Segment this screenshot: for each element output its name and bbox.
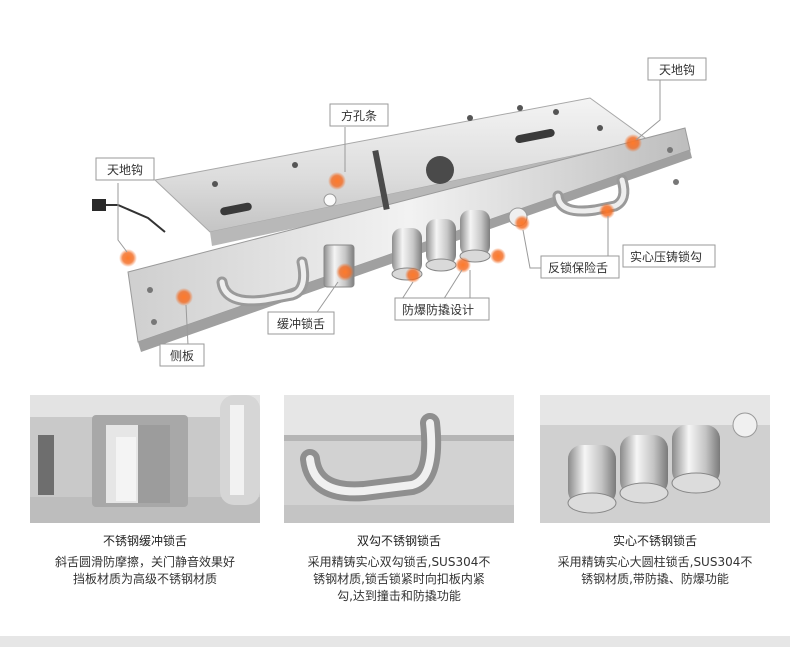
detail-photo-cylinder-bolts [540, 395, 770, 523]
lock-body-diagram [92, 57, 716, 367]
feature-caption-double-hook: 双勾不锈钢锁舌 采用精铸实心双勾锁舌,SUS304不 锈钢材质,锁舌锁紧时向扣板… [274, 533, 524, 605]
screw-hole [323, 193, 337, 207]
callout-boxes [95, 57, 716, 367]
plate-slot [515, 128, 555, 144]
spindle-hole [426, 156, 454, 184]
callout-side-plate: 侧板 [170, 349, 195, 363]
feature-title: 双勾不锈钢锁舌 [356, 534, 441, 548]
marker-dot [599, 203, 615, 219]
cylinder-bolt [459, 210, 491, 263]
feature-title: 实心不锈钢锁舌 [612, 534, 697, 548]
marker-dot [175, 288, 193, 306]
screw-hole [292, 162, 298, 168]
callout-square-hole-bar: 方孔条 [341, 109, 378, 123]
callout-solid-cast-hook: 实心压铸锁勾 [630, 250, 703, 264]
feature-desc-line: 勾,达到撞击和防撬功能 [337, 589, 461, 603]
feature-title: 不锈钢缓冲锁舌 [102, 534, 187, 548]
plate-slot [220, 202, 252, 216]
marker-dot [336, 263, 354, 281]
callout-sky-hook-left: 天地钩 [107, 163, 144, 177]
bottom-divider [0, 636, 790, 647]
feature-desc-line: 采用精铸实心大圆柱锁舌,SUS304不 [557, 555, 753, 569]
feature-desc-line: 斜舌圆滑防摩擦，关门静音效果好 [54, 555, 235, 569]
feature-caption-cylinder: 实心不锈钢锁舌 采用精铸实心大圆柱锁舌,SUS304不 锈钢材质,带防撬、防爆功… [530, 533, 780, 588]
marker-dot [455, 257, 471, 273]
screw-hole [212, 181, 218, 187]
marker-dot [514, 215, 530, 231]
screw-hole [467, 115, 473, 121]
callout-sky-hook-right: 天地钩 [659, 63, 696, 77]
marker-dot [119, 249, 137, 267]
screw-hole [517, 105, 523, 111]
cylinder-bolt [425, 219, 457, 272]
detail-photo-double-hook [284, 395, 514, 523]
feature-desc-line: 挡板材质为高级不锈钢材质 [72, 572, 217, 586]
feature-desc-line: 采用精铸实心双勾锁舌,SUS304不 [307, 555, 491, 569]
callout-buffer-tongue: 缓冲锁舌 [277, 317, 326, 331]
callout-anti-reverse-tongue: 反锁保险舌 [548, 261, 609, 275]
cable-connector [100, 204, 166, 233]
callout-anti-explosion: 防爆防撬设计 [402, 303, 475, 317]
marker-dot [328, 172, 346, 190]
plate-slot [372, 149, 390, 211]
screw-hole [553, 109, 559, 115]
detail-photo-buffer-latch [30, 395, 260, 523]
screw-hole [597, 125, 603, 131]
marker-dot [405, 267, 421, 283]
feature-desc-line: 锈钢材质,带防撬、防爆功能 [581, 572, 729, 586]
marker-dot [490, 248, 506, 264]
feature-desc-line: 锈钢材质,锁舌锁紧时向扣板内紧 [313, 572, 485, 586]
feature-caption-buffer: 不锈钢缓冲锁舌 斜舌圆滑防摩擦，关门静音效果好 挡板材质为高级不锈钢材质 [20, 533, 270, 588]
